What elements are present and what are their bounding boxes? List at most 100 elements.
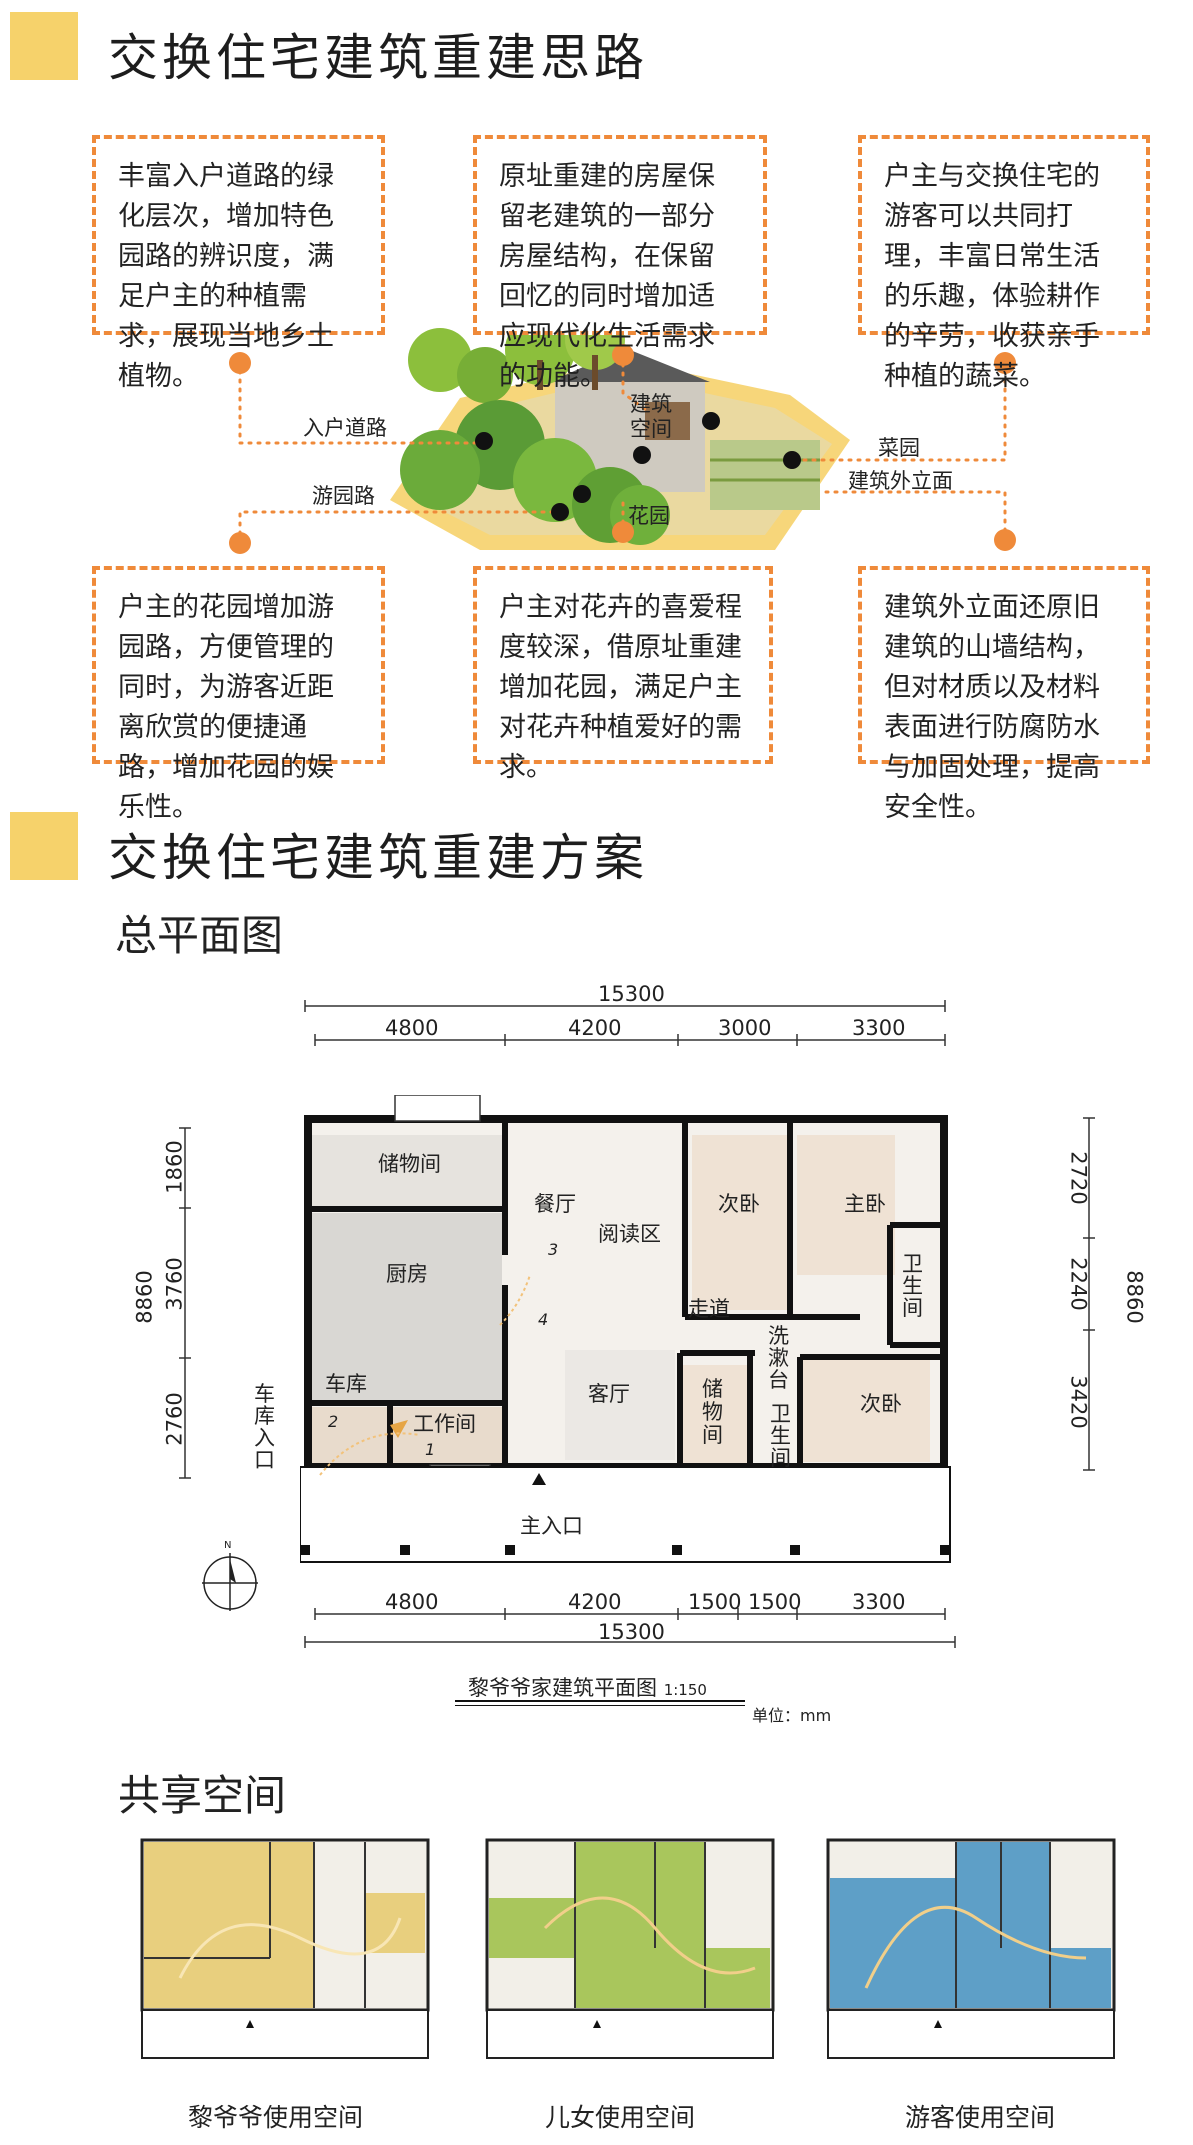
shared-plan-children [485,1838,775,2059]
room-bath-1-c: 间 [902,1296,923,1320]
room-living: 客厅 [588,1382,630,1406]
section-title-plan: 交换住宅建筑重建方案 [108,829,648,887]
idea-box-structure: 原址重建的房屋保留老建筑的一部分房屋结构，在保留回忆的同时增加适应现代化生活需求… [473,135,767,392]
path-number-3: 3 [548,1240,559,1259]
dim-top-2: 4200 [568,1016,622,1040]
dim-bottom-3: 1500 [688,1590,742,1614]
room-bath-2-c: 间 [770,1446,791,1470]
room-bath-1-a: 卫 [902,1252,923,1276]
connector-dot-4 [229,532,251,554]
room-bath-2-a: 卫 [770,1402,791,1426]
garage-entry-1: 车 [254,1382,275,1406]
dim-left-2: 3760 [162,1257,187,1311]
room-second-bedroom-2: 次卧 [860,1392,902,1416]
plan-caption: 黎爷爷家建筑平面图 1:150 [468,1672,707,1702]
caption-underline-2 [455,1705,745,1706]
marker-flower-garden [573,485,591,503]
dim-left-1: 1860 [162,1140,187,1194]
room-corridor: 走道 [688,1297,730,1321]
dim-right-3: 3420 [1066,1375,1091,1429]
idea-text-3: 户主与交换住宅的游客可以共同打理，丰富日常生活的乐趣，体验耕作的辛劳，收获亲手种… [884,161,1100,392]
label-building-space-1: 建筑 [630,392,672,416]
connector-dot-6 [994,529,1016,551]
garage-entry-4: 口 [254,1448,275,1472]
room-garage: 车库 [325,1372,367,1396]
room-storage-2-a: 储 [702,1377,723,1401]
room-second-bedroom-1: 次卧 [718,1192,760,1216]
dimension-lines [179,1000,1095,1648]
label-entry-road: 入户道路 [303,416,387,440]
room-wash-b: 漱 [768,1346,789,1370]
idea-box-entry-road: 丰富入户道路的绿化层次，增加特色园路的辨识度，满足户主的种植需求，展现当地乡土植… [92,135,385,392]
idea-text-5: 户主对花卉的喜爱程度较深，借原址重建增加花园，满足户主对花卉种植爱好的需求。 [499,592,742,783]
label-vegetable-garden: 菜园 [878,436,920,460]
dim-bottom-1: 4800 [385,1590,439,1614]
room-workshop: 工作间 [413,1412,476,1436]
room-storage-2-c: 间 [702,1423,723,1447]
shared-plan-elder [140,1838,430,2059]
marker-vegetable-garden [783,451,801,469]
path-number-4: 4 [538,1310,549,1329]
caption-elder-space: 黎爷爷使用空间 [188,2103,364,2132]
marker-building-space [633,446,651,464]
north-arrow-icon [202,1553,258,1611]
room-wash-c: 台 [768,1368,789,1392]
idea-text-2: 原址重建的房屋保留老建筑的一部分房屋结构，在保留回忆的同时增加适应现代化生活需求… [499,161,715,392]
dim-right-1: 2720 [1066,1151,1091,1205]
label-garden-path: 游园路 [312,484,375,508]
room-bath-1-b: 生 [902,1274,923,1298]
idea-box-flower: 户主对花卉的喜爱程度较深，借原址重建增加花园，满足户主对花卉种植爱好的需求。 [473,566,773,783]
site-plan-title: 总平面图 [115,911,284,960]
idea-text-4: 户主的花园增加游园路，方便管理的同时，为游客近距离欣赏的便捷通路，增加花园的娱乐… [118,592,334,823]
section-title-ideas: 交换住宅建筑重建思路 [108,29,648,87]
path-number-2: 2 [328,1412,339,1431]
section-marker [10,12,78,80]
dim-bottom-total: 15300 [598,1620,665,1644]
marker-entry-road [475,432,493,450]
connector-dot-1 [229,352,251,374]
dim-top-total: 15300 [598,982,665,1006]
idea-text-1: 丰富入户道路的绿化层次，增加特色园路的辨识度，满足户主的种植需求，展现当地乡土植… [118,161,334,392]
label-building-space-2: 空间 [630,417,672,441]
room-reading: 阅读区 [598,1222,661,1246]
room-storage-2-b: 物 [702,1400,723,1424]
room-storage: 储物间 [378,1152,441,1176]
idea-text-6: 建筑外立面还原旧建筑的山墙结构，但对材质以及材料表面进行防腐防水与加固处理，提高… [884,592,1100,823]
dim-left-total: 8860 [132,1270,157,1324]
dim-top-3: 3000 [718,1016,772,1040]
shared-plan-visitors [826,1838,1116,2059]
dim-bottom-2: 4200 [568,1590,622,1614]
north-label: N [224,1540,232,1551]
dim-right-2: 2240 [1066,1257,1091,1311]
dim-right-total: 8860 [1122,1270,1147,1324]
dim-top-4: 3300 [852,1016,906,1040]
main-entry-label: 主入口 [520,1514,583,1538]
marker-building-space-2 [702,412,720,430]
floor-plan [300,1095,951,1563]
dim-top-1: 4800 [385,1016,439,1040]
shared-space-title: 共享空间 [118,1771,287,1820]
dim-left-3: 2760 [162,1392,187,1446]
room-kitchen: 厨房 [386,1262,428,1286]
section-marker-2 [10,812,78,880]
caption-underline [455,1700,745,1702]
dim-bottom-4: 1500 [748,1590,802,1614]
idea-box-facade: 建筑外立面还原旧建筑的山墙结构，但对材质以及材料表面进行防腐防水与加固处理，提高… [858,566,1150,823]
connector-dot-3 [994,352,1016,374]
label-flower-garden: 花园 [628,504,670,528]
caption-visitor-space: 游客使用空间 [905,2103,1056,2132]
plan-unit: 单位：mm [752,1706,832,1725]
room-bath-2-b: 生 [770,1424,791,1448]
room-dining: 餐厅 [534,1192,576,1216]
room-wash-a: 洗 [768,1324,789,1348]
connector-dot-2 [612,344,634,366]
plan-caption-title: 黎爷爷家建筑平面图 [468,1676,657,1700]
garage-entry-2: 库 [254,1404,275,1428]
garage-entry-3: 入 [254,1426,275,1450]
connector-dot-5 [612,521,634,543]
path-number-1: 1 [425,1440,436,1459]
idea-box-garden-path: 户主的花园增加游园路，方便管理的同时，为游客近距离欣赏的便捷通路，增加花园的娱乐… [92,566,385,823]
dim-bottom-5: 3300 [852,1590,906,1614]
marker-garden-path [551,503,569,521]
plan-caption-scale: 1:150 [663,1681,707,1699]
